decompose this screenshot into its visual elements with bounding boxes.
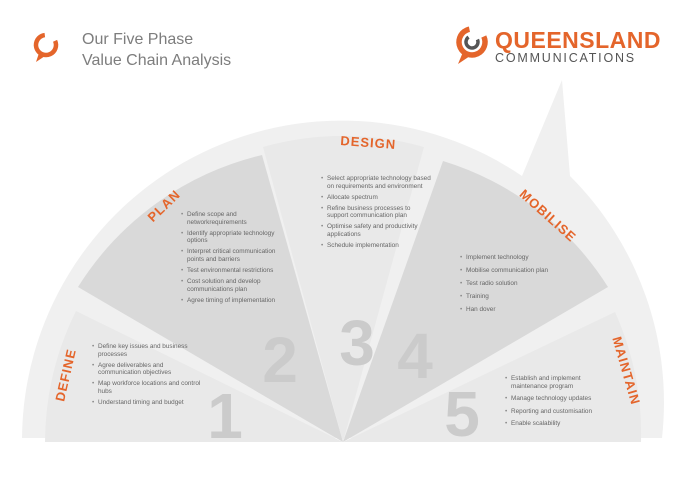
list-item: Mobilise communication plan [460, 267, 570, 275]
list-item: Implement technology [460, 254, 570, 262]
segment-mobilise [343, 161, 608, 442]
phase-number-3: 3 [339, 307, 375, 379]
header-logo-icon [33, 32, 59, 62]
phase-title-design: DESIGN [340, 133, 397, 152]
list-item: Interpret critical communication points … [181, 248, 291, 263]
list-item: Map workforce locations and control hubs [92, 380, 202, 395]
list-item: Test radio solution [460, 280, 570, 288]
speech-bubble-ring-icon [456, 26, 488, 64]
list-item: Refine business processes to support com… [321, 205, 431, 220]
list-item: Identify appropriate technology options [181, 230, 291, 245]
phase-2-bullets: Define scope and networkrequirements Ide… [181, 211, 291, 308]
page-title-line-2: Value Chain Analysis [82, 52, 232, 69]
list-item: Understand timing and budget [92, 399, 202, 407]
phase-number-4: 4 [397, 320, 433, 392]
list-item: Optimise safety and productivity applica… [321, 223, 431, 238]
list-item: Cost solution and develop communications… [181, 278, 291, 293]
list-item: Reporting and customisation [505, 408, 610, 416]
list-item: Define key issues and business processes [92, 343, 202, 358]
list-item: Schedule implementation [321, 242, 431, 250]
phase-number-2: 2 [262, 324, 298, 396]
list-item: Enable scalability [505, 420, 610, 428]
phase-4-bullets: Implement technology Mobilise communicat… [460, 254, 570, 319]
phase-number-5: 5 [444, 378, 480, 450]
list-item: Select appropriate technology based on r… [321, 175, 431, 190]
phase-1-bullets: Define key issues and business processes… [92, 343, 202, 410]
page-title-line-1: Our Five Phase [82, 31, 194, 48]
brand-name: QUEENSLAND [495, 27, 662, 53]
brand-subtitle: COMMUNICATIONS [495, 51, 636, 65]
list-item: Establish and implement maintenance prog… [505, 375, 610, 390]
list-item: Test environmental restrictions [181, 267, 291, 275]
phase-number-1: 1 [207, 380, 243, 452]
list-item: Manage technology updates [505, 395, 610, 403]
list-item: Allocate spectrum [321, 194, 431, 202]
list-item: Define scope and networkrequirements [181, 211, 291, 226]
page-title: Our Five Phase Value Chain Analysis [82, 29, 231, 71]
list-item: Agree deliverables and communication obj… [92, 362, 202, 377]
list-item: Training [460, 293, 570, 301]
list-item: Han dover [460, 306, 570, 314]
phase-3-bullets: Select appropriate technology based on r… [321, 175, 431, 253]
phase-5-bullets: Establish and implement maintenance prog… [505, 375, 610, 433]
list-item: Agree timing of implementation [181, 297, 291, 305]
